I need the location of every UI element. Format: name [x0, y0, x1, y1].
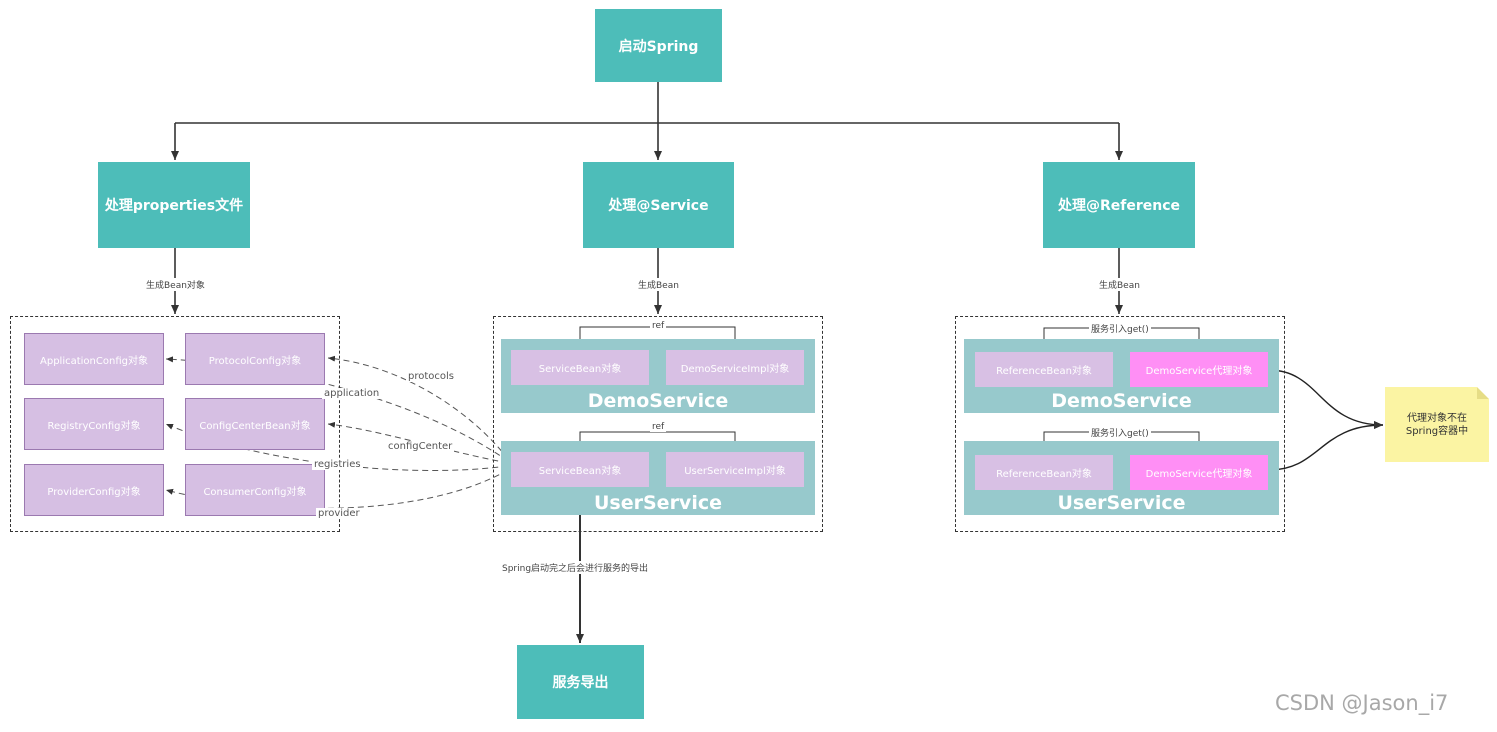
link-configcenter	[327, 421, 509, 464]
properties-node: 处理properties文件	[98, 162, 250, 248]
get-label-demo: 服务引入get()	[1089, 322, 1151, 335]
ref-label-user: ref	[650, 422, 667, 432]
provider-config: ProviderConfig对象	[24, 464, 164, 516]
service-beans-group	[493, 316, 823, 532]
label-configcenter: configCenter	[386, 441, 455, 452]
reference-node: 处理@Reference	[1043, 162, 1195, 248]
demo-reference-name: DemoService	[1051, 390, 1192, 412]
demo-service-name: DemoService	[587, 390, 729, 412]
note-line-1: 代理对象不在	[1407, 412, 1467, 424]
config-center-bean: ConfigCenterBean对象	[185, 398, 325, 450]
proxy-note: 代理对象不在 Spring容器中	[1385, 387, 1489, 462]
service-node: 处理@Service	[583, 162, 734, 248]
label-provider: provider	[316, 508, 362, 519]
label-registries: registries	[312, 459, 363, 470]
note-line-2: Spring容器中	[1405, 425, 1469, 437]
label-gen-bean-reference: 生成Bean	[1097, 278, 1142, 291]
label-after-spring-start: Spring启动完之后会进行服务的导出	[500, 561, 651, 574]
proxy-note-link-demo	[1268, 369, 1384, 429]
user-reference-name: UserService	[1057, 492, 1186, 514]
link-protocols	[327, 355, 509, 460]
user-service-name: UserService	[594, 492, 722, 514]
export-node: 服务导出	[517, 645, 644, 719]
label-gen-bean-objects: 生成Bean对象	[144, 278, 207, 291]
demo-proxy-object: DemoService代理对象	[1130, 352, 1268, 387]
user-reference-bean: ReferenceBean对象	[975, 455, 1113, 490]
ref-label-demo: ref	[650, 321, 667, 331]
demo-service-bean: ServiceBean对象	[511, 350, 649, 385]
protocol-config: ProtocolConfig对象	[185, 333, 325, 385]
proxy-note-link-user	[1268, 421, 1384, 471]
user-service-bean: ServiceBean对象	[511, 452, 649, 487]
label-application: application	[322, 388, 382, 399]
start-spring-node: 启动Spring	[595, 9, 722, 82]
label-gen-bean-service: 生成Bean	[636, 278, 681, 291]
consumer-config: ConsumerConfig对象	[185, 464, 325, 516]
application-config: ApplicationConfig对象	[24, 333, 164, 385]
watermark: CSDN @Jason_i7	[1275, 691, 1449, 715]
reference-beans-group	[955, 316, 1285, 532]
demo-service-impl: DemoServiceImpl对象	[666, 350, 804, 385]
config-objects-group	[10, 316, 340, 532]
user-service-impl: UserServiceImpl对象	[666, 452, 804, 487]
user-proxy-object: DemoService代理对象	[1130, 455, 1268, 490]
get-label-user: 服务引入get()	[1089, 426, 1151, 439]
registry-config: RegistryConfig对象	[24, 398, 164, 450]
label-protocols: protocols	[406, 371, 457, 382]
demo-reference-bean: ReferenceBean对象	[975, 352, 1113, 387]
